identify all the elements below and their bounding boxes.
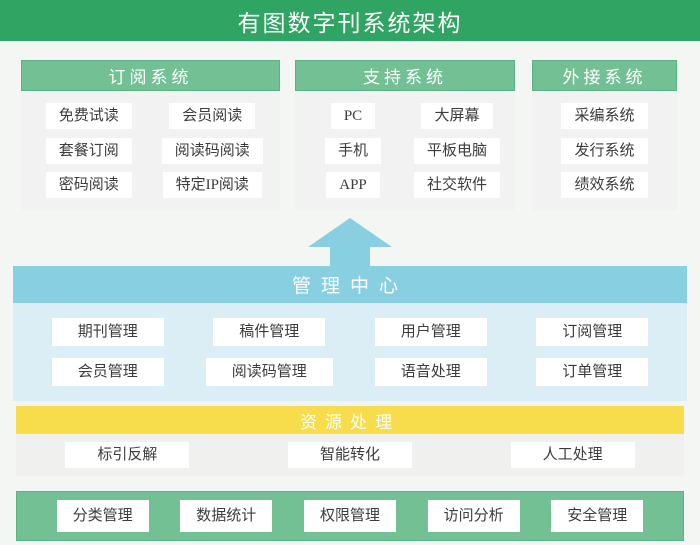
node-order-management: 订单管理 — [536, 358, 649, 387]
node-social-software: 社交软件 — [413, 171, 500, 198]
panel-external-header: 外接系统 — [532, 60, 677, 91]
management-center-header: 管理中心 — [13, 266, 687, 303]
title-banner: 有图数字刊系统架构 — [0, 0, 700, 41]
page-title: 有图数字刊系统架构 — [237, 10, 463, 36]
node-pc: PC — [330, 103, 376, 130]
node-voice-processing: 语音处理 — [374, 358, 487, 387]
node-visit-analysis: 访问分析 — [427, 500, 520, 532]
node-permission-management: 权限管理 — [303, 500, 396, 532]
panel-external-system: 外接系统 采编系统 发行系统 绩效系统 — [532, 60, 677, 210]
panel-support-body: PC 大屏幕 手机 平板电脑 APP 社交软件 — [295, 91, 515, 210]
node-distribution-system: 发行系统 — [561, 137, 648, 164]
node-member-management: 会员管理 — [51, 358, 164, 387]
panel-subscription-header: 订阅系统 — [21, 60, 280, 91]
node-manuscript-management: 稿件管理 — [213, 317, 326, 346]
up-arrow-stem — [330, 247, 370, 266]
node-indexing-resolution: 标引反解 — [65, 442, 190, 468]
resource-processing-section: 资源处理 标引反解 智能转化 人工处理 — [16, 406, 684, 476]
node-app: APP — [326, 171, 380, 198]
node-performance-system: 绩效系统 — [561, 171, 648, 198]
node-reading-code-reading: 阅读码阅读 — [161, 137, 263, 164]
panel-subscription-body: 免费试读 会员阅读 套餐订阅 阅读码阅读 密码阅读 特定IP阅读 — [21, 91, 280, 210]
top-panels-row: 订阅系统 免费试读 会员阅读 套餐订阅 阅读码阅读 密码阅读 特定IP阅读 支持… — [21, 60, 679, 210]
panel-support-header: 支持系统 — [295, 60, 515, 91]
node-big-screen: 大屏幕 — [421, 103, 493, 130]
node-reading-code-management: 阅读码管理 — [205, 358, 333, 387]
panel-external-body: 采编系统 发行系统 绩效系统 — [532, 91, 677, 210]
node-tablet: 平板电脑 — [413, 137, 500, 164]
management-center-section: 管理中心 期刊管理 稿件管理 用户管理 订阅管理 会员管理 阅读码管理 语音处理… — [13, 266, 687, 401]
node-password-reading: 密码阅读 — [45, 171, 132, 198]
node-security-management: 安全管理 — [551, 500, 644, 532]
bottom-band: 分类管理 数据统计 权限管理 访问分析 安全管理 — [16, 491, 684, 541]
node-member-reading: 会员阅读 — [169, 103, 256, 130]
node-category-management: 分类管理 — [56, 500, 149, 532]
node-journal-management: 期刊管理 — [51, 317, 164, 346]
node-user-management: 用户管理 — [374, 317, 487, 346]
node-package-subscription: 套餐订阅 — [45, 137, 132, 164]
arrow-area — [0, 210, 700, 266]
node-manual-processing: 人工处理 — [510, 442, 635, 468]
panel-support-system: 支持系统 PC 大屏幕 手机 平板电脑 APP 社交软件 — [295, 60, 515, 210]
resource-processing-header: 资源处理 — [16, 406, 684, 434]
node-mobile-phone: 手机 — [324, 137, 381, 164]
node-specific-ip-reading: 特定IP阅读 — [162, 171, 262, 198]
node-intelligent-conversion: 智能转化 — [287, 442, 412, 468]
up-arrow-icon — [308, 218, 392, 247]
node-subscription-management: 订阅管理 — [536, 317, 649, 346]
node-data-statistics: 数据统计 — [180, 500, 273, 532]
resource-processing-body: 标引反解 智能转化 人工处理 — [16, 434, 684, 476]
node-free-trial-reading: 免费试读 — [45, 103, 132, 130]
management-center-body: 期刊管理 稿件管理 用户管理 订阅管理 会员管理 阅读码管理 语音处理 订单管理 — [13, 303, 687, 401]
panel-subscription-system: 订阅系统 免费试读 会员阅读 套餐订阅 阅读码阅读 密码阅读 特定IP阅读 — [21, 60, 280, 210]
node-editing-system: 采编系统 — [561, 103, 648, 130]
